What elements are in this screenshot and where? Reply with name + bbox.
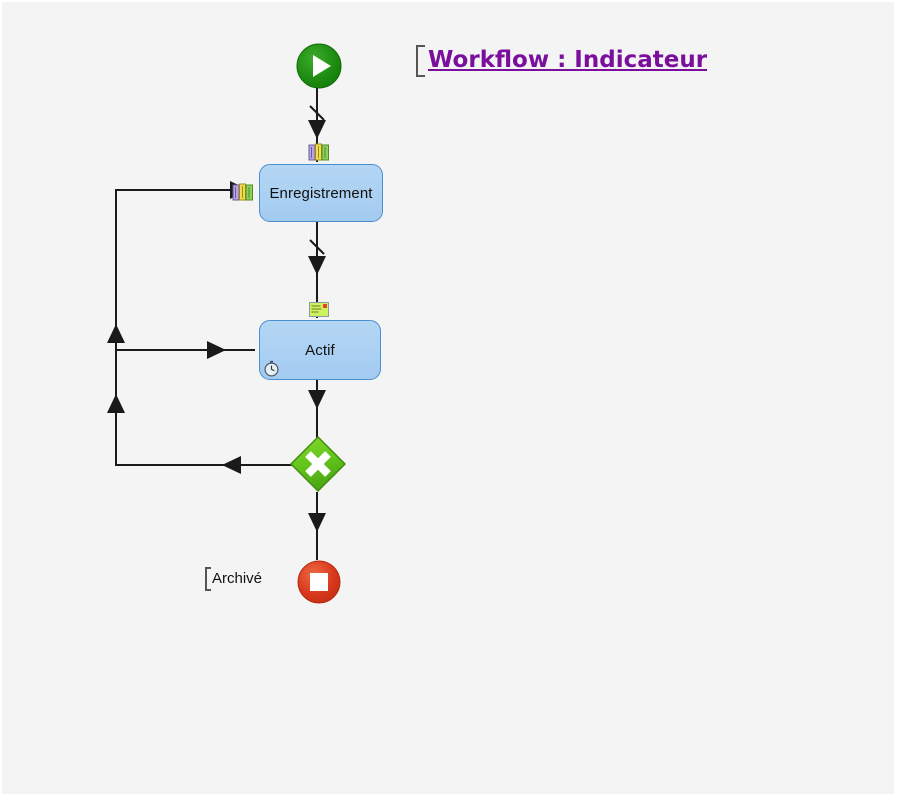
arrowhead-start-to-enregistrement [308,120,326,139]
end-event-terminate[interactable] [297,560,341,604]
conditional-tick-flow1 [309,105,325,121]
end-event-label: Archivé [205,567,262,591]
books-icon-left [232,183,254,202]
task-actif-label: Actif [305,341,335,359]
x-icon [305,451,331,477]
task-enregistrement-label: Enregistrement [269,184,373,202]
arrowhead-gateway-to-end [308,513,326,532]
note-icon-top [309,302,329,317]
timer-icon [263,360,280,377]
exclusive-gateway[interactable] [289,435,347,493]
page-title: Workflow : Indicateur [428,47,708,73]
archive-bracket-marker [205,567,211,591]
conditional-tick-flow2 [309,239,325,255]
title-bracket-marker [416,45,425,77]
connector-layer [107,87,326,560]
workflow-canvas: Workflow : Indicateur Enregistrement [2,2,894,794]
stop-square-icon [310,573,328,591]
books-icon-top [308,143,330,162]
diagram-title: Workflow : Indicateur [416,45,707,77]
arrowhead-spine-upper [107,324,125,343]
archive-label-text: Archivé [212,570,263,587]
arrowhead-spine-lower [107,394,125,413]
arrowhead-enregistrement-to-actif [308,256,326,275]
play-icon [313,55,331,77]
arrowhead-gateway-loopback [222,456,241,474]
task-enregistrement[interactable]: Enregistrement [259,164,383,222]
start-event[interactable] [296,43,342,89]
arrowhead-into-actif [207,341,226,359]
arrowhead-actif-to-gateway [308,390,326,409]
